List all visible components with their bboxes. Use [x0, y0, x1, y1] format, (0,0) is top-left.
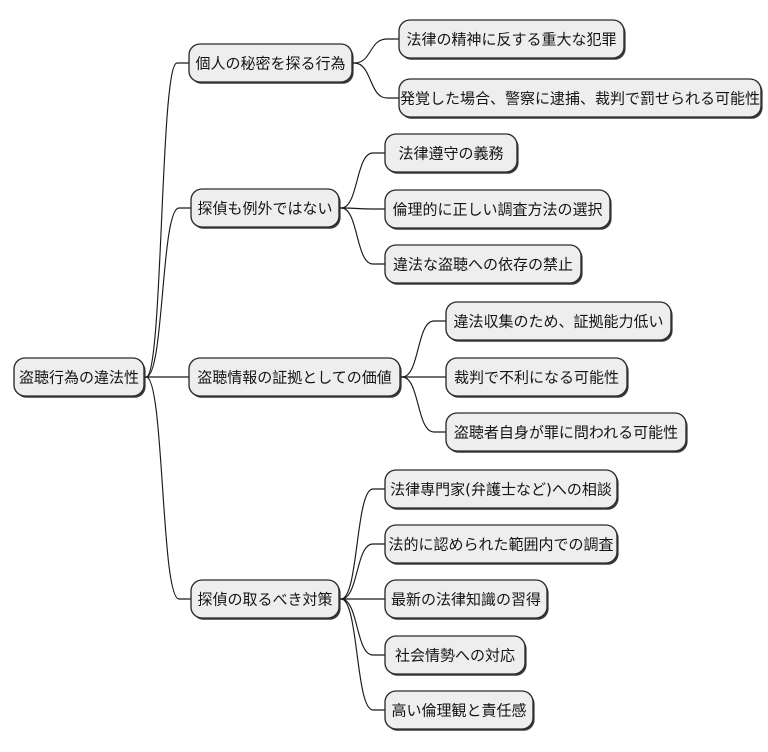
node-box[interactable] [384, 244, 582, 284]
mindmap-node-b3c3[interactable]: 盗聴者自身が罪に問われる可能性 [445, 412, 688, 453]
node-label: 法的に認められた範囲内での調査 [388, 536, 613, 554]
edge-b1-to-b1c1 [351, 38, 400, 64]
node-box[interactable] [384, 690, 534, 730]
node-box[interactable] [384, 579, 548, 619]
mindmap-node-b4[interactable]: 探偵の取るべき対策 [190, 579, 341, 620]
mindmap-node-b3c2[interactable]: 裁判で不利になる可能性 [445, 357, 629, 398]
edge-b2-to-b2c3 [338, 207, 386, 265]
edge-b4-to-b4c5 [338, 598, 386, 711]
node-label: 探偵も例外ではない [197, 200, 332, 218]
node-label: 探偵の取るべき対策 [197, 591, 332, 609]
edge-root-to-b2 [143, 207, 192, 378]
edge-b2-to-b2c1 [338, 152, 386, 209]
mindmap-node-b3[interactable]: 盗聴情報の証拠としての価値 [188, 357, 402, 398]
node-label: 盗聴情報の証拠としての価値 [197, 369, 392, 387]
mindmap-node-b4c2[interactable]: 法的に認められた範囲内での調査 [384, 524, 619, 565]
edge-root-to-b1 [143, 62, 190, 378]
node-box[interactable] [398, 78, 762, 118]
edge-b4-to-b4c4 [338, 598, 386, 656]
node-label: 倫理的に正しい調査方法の選択 [392, 201, 602, 219]
mindmap-node-b2c3[interactable]: 違法な盗聴への依存の禁止 [384, 244, 583, 285]
node-label: 法律遵守の義務 [398, 145, 503, 163]
node-box[interactable] [398, 19, 625, 59]
node-box[interactable] [188, 357, 401, 397]
edge-layer [143, 38, 447, 711]
mindmap-node-b4c5[interactable]: 高い倫理観と責任感 [384, 690, 535, 731]
edge-b2-to-b2c2 [338, 207, 386, 210]
node-box[interactable] [384, 524, 618, 564]
mindmap-node-b2c1[interactable]: 法律遵守の義務 [384, 133, 519, 174]
node-label: 法律専門家(弁護士など)への相談 [390, 481, 612, 499]
mindmap-node-b4c3[interactable]: 最新の法律知識の習得 [384, 579, 549, 620]
node-box[interactable] [445, 301, 672, 341]
node-label: 最新の法律知識の習得 [391, 591, 541, 609]
node-label: 発覚した場合、警察に逮捕、裁判で罰せられる可能性 [400, 90, 760, 108]
node-box[interactable] [190, 188, 340, 228]
mindmap-node-b4c4[interactable]: 社会情勢への対応 [384, 635, 527, 676]
mindmap-node-root[interactable]: 盗聴行為の違法性 [13, 357, 146, 398]
mindmap-node-b1c1[interactable]: 法律の精神に反する重大な犯罪 [398, 19, 626, 60]
edge-b1-to-b1c2 [351, 62, 400, 99]
edge-b3-to-b3c1 [399, 320, 447, 378]
node-box[interactable] [445, 357, 628, 397]
node-label: 裁判で不利になる可能性 [454, 369, 619, 387]
edge-b4-to-b4c1 [338, 488, 386, 600]
node-box[interactable] [445, 412, 687, 452]
mindmap-node-b3c1[interactable]: 違法収集のため、証拠能力低い [445, 301, 673, 342]
mindmap-node-b4c1[interactable]: 法律専門家(弁護士など)への相談 [384, 469, 619, 510]
node-label: 高い倫理観と責任感 [391, 702, 526, 720]
node-layer: 盗聴行為の違法性 個人の秘密を探る行為 法律の精神に反する重大な犯罪発覚した場合、警… [13, 19, 763, 731]
mindmap-node-b1c2[interactable]: 発覚した場合、警察に逮捕、裁判で罰せられる可能性 [398, 78, 763, 119]
node-box[interactable] [188, 43, 353, 83]
node-label: 法律の精神に反する重大な犯罪 [406, 31, 616, 49]
mindmap-node-b2c2[interactable]: 倫理的に正しい調査方法の選択 [384, 189, 612, 230]
node-label: 盗聴行為の違法性 [19, 369, 139, 387]
node-box[interactable] [384, 635, 526, 675]
node-box[interactable] [384, 189, 611, 229]
node-box[interactable] [384, 469, 618, 509]
node-label: 社会情勢への対応 [395, 647, 515, 665]
node-label: 違法収集のため、証拠能力低い [453, 313, 663, 331]
mindmap-node-b1[interactable]: 個人の秘密を探る行為 [188, 43, 354, 84]
node-label: 個人の秘密を探る行為 [195, 55, 345, 73]
node-box[interactable] [190, 579, 340, 619]
edge-root-to-b4 [143, 376, 192, 600]
node-label: 盗聴者自身が罪に問われる可能性 [454, 424, 678, 442]
node-label: 違法な盗聴への依存の禁止 [393, 256, 573, 274]
edge-b3-to-b3c3 [399, 376, 447, 433]
node-box[interactable] [13, 357, 145, 397]
node-box[interactable] [384, 133, 518, 173]
mindmap-node-b2[interactable]: 探偵も例外ではない [190, 188, 341, 229]
edge-b4-to-b4c2 [338, 543, 386, 600]
